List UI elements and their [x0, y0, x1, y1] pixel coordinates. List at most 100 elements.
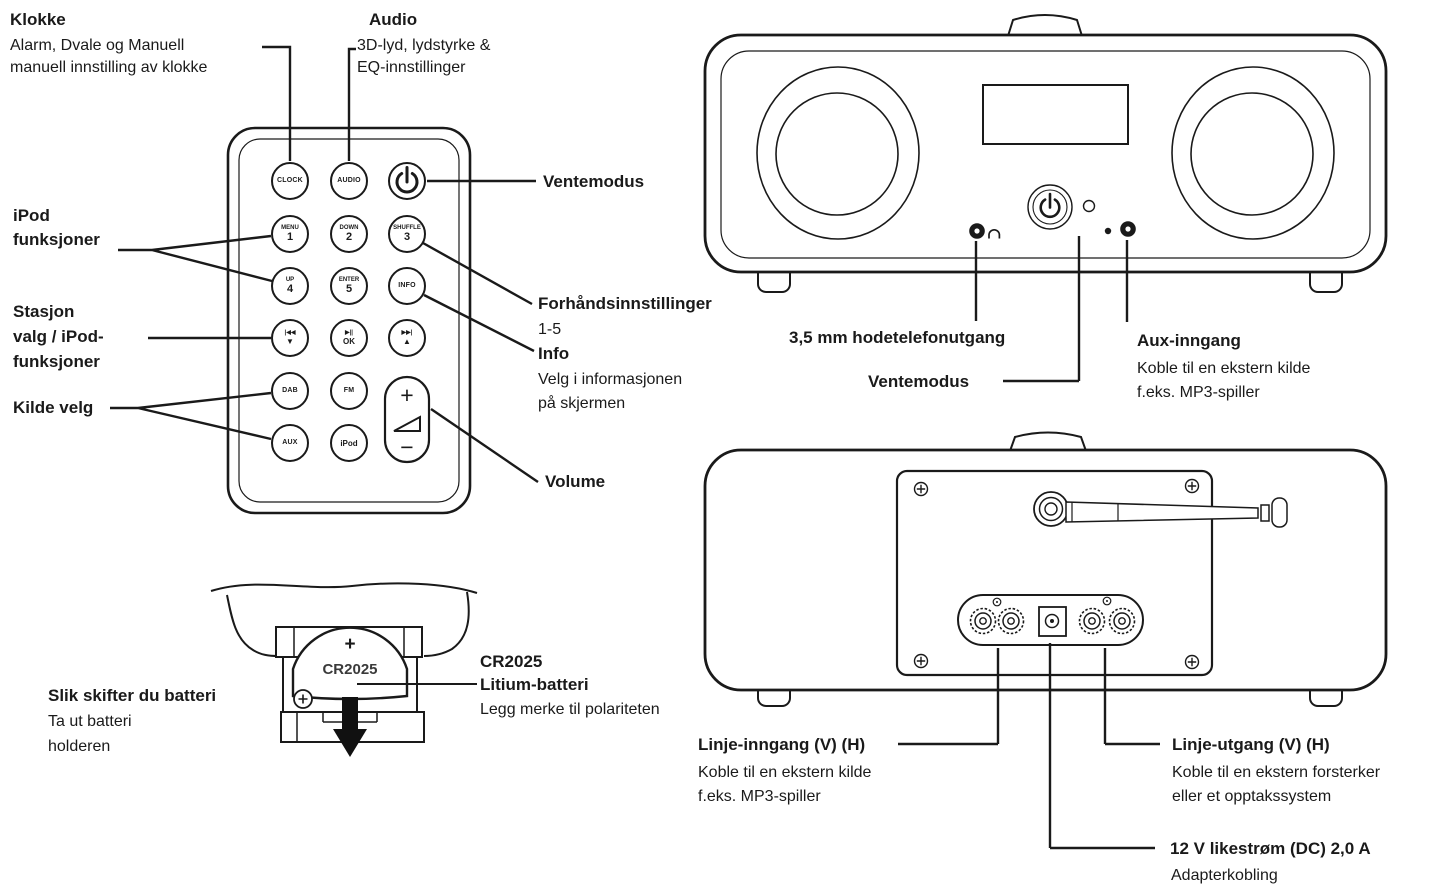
- digit-4-label: 4: [286, 283, 294, 295]
- remove-battery-arrow-icon: [333, 697, 367, 757]
- info-desc-1: Velg i informasjonen: [538, 371, 683, 388]
- audio-title: Audio: [369, 10, 418, 29]
- remote-fm-button: FM: [330, 372, 368, 410]
- aux-jack-icon: [1120, 221, 1136, 237]
- previous-track-icon: |◀◀: [284, 330, 296, 336]
- radio-front-drawing: [703, 14, 1388, 383]
- stasjon-line3: funksjoner: [13, 352, 100, 371]
- front-power-button-icon: [1027, 184, 1073, 230]
- shuffle-label: SHUFFLE: [393, 225, 421, 231]
- play-pause-icon: ▶||: [345, 330, 353, 336]
- ipod-funksjoner-line1: iPod: [13, 206, 50, 225]
- menu-label: MENU: [281, 225, 299, 231]
- audio-desc-1: 3D-lyd, lydstyrke &: [357, 37, 491, 54]
- batteri-title: Slik skifter du batteri: [48, 686, 217, 705]
- aux-desc-1: Koble til en ekstern kilde: [1137, 360, 1311, 377]
- remote-leader-lines: [110, 45, 539, 483]
- klokke-title: Klokke: [10, 10, 66, 29]
- ipod-funksjoner-line2: funksjoner: [13, 230, 100, 249]
- line-out-jacks: [1078, 607, 1136, 635]
- audio-button-label: AUDIO: [337, 177, 361, 184]
- line-in-jacks: [969, 607, 1025, 635]
- clock-button-label: CLOCK: [277, 177, 303, 184]
- headphone-jack-icon: [969, 223, 985, 239]
- strip-screws: [992, 596, 1112, 607]
- antenna-icon: [1033, 491, 1288, 528]
- batteri-desc-1: Ta ut batteri: [48, 713, 132, 730]
- remote-dab-button: DAB: [271, 372, 309, 410]
- front-left-speaker: [756, 66, 920, 240]
- remote-aux-button: AUX: [271, 424, 309, 462]
- panel-screws: [913, 478, 1200, 670]
- fm-button-label: FM: [343, 387, 355, 394]
- remote-power-button: [388, 162, 426, 200]
- digit-1-label: 1: [286, 231, 294, 243]
- aux-dot: [1104, 227, 1112, 235]
- hodetelefon-label: 3,5 mm hodetelefonutgang: [789, 328, 1006, 347]
- info-title: Info: [538, 344, 570, 363]
- remote-audio-button: AUDIO: [330, 162, 368, 200]
- battery-model-label: CR2025: [322, 661, 378, 678]
- ok-label: OK: [343, 337, 355, 346]
- remote-sensor-led: [1082, 199, 1096, 213]
- forhandsinnstillinger-range: 1-5: [538, 321, 562, 338]
- volume-minus-label: −: [400, 434, 414, 460]
- polaritet-desc: Legg merke til polariteten: [480, 701, 660, 718]
- dc-desc: Adapterkobling: [1171, 867, 1278, 884]
- linje-inngang-desc-2: f.eks. MP3-spiller: [698, 788, 821, 805]
- linje-utgang-desc-2: eller et opptakssystem: [1172, 788, 1332, 805]
- info-button-label: INFO: [398, 282, 416, 289]
- front-right-speaker: [1171, 66, 1335, 240]
- down-label: DOWN: [339, 225, 359, 231]
- up-label: UP: [285, 277, 295, 283]
- next-track-icon: ▶▶|: [401, 330, 413, 336]
- dab-button-label: DAB: [282, 387, 298, 394]
- litium-batteri-label: Litium-batteri: [480, 675, 589, 694]
- aux-inngang-title: Aux-inngang: [1137, 331, 1241, 350]
- ventemodus-remote-label: Ventemodus: [543, 172, 645, 191]
- digit-2-label: 2: [345, 231, 353, 243]
- tune-up-icon: ▲: [403, 337, 411, 346]
- front-display: [982, 84, 1129, 145]
- aux-desc-2: f.eks. MP3-spiller: [1137, 384, 1260, 401]
- aux-button-label: AUX: [282, 439, 298, 446]
- klokke-desc-1: Alarm, Dvale og Manuell: [10, 37, 185, 54]
- forhandsinnstillinger-title: Forhåndsinnstillinger: [538, 294, 712, 313]
- dc-jack-icon: [1038, 606, 1067, 637]
- stasjon-line2: valg / iPod-: [13, 327, 104, 346]
- ventemodus-front-label: Ventemodus: [868, 372, 970, 391]
- dc-title: 12 V likestrøm (DC) 2,0 A: [1170, 839, 1371, 858]
- digit-5-label: 5: [345, 283, 353, 295]
- volume-label: Volume: [545, 472, 606, 491]
- klokke-desc-2: manuell innstilling av klokke: [10, 59, 208, 76]
- linje-utgang-desc-1: Koble til en ekstern forsterker: [1172, 764, 1381, 781]
- remote-play-ok-button: ▶||OK: [330, 319, 368, 357]
- remote-previous-button: |◀◀▼: [271, 319, 309, 357]
- remote-ipod-button: iPod: [330, 424, 368, 462]
- battery-holder-drawing: [210, 582, 478, 757]
- cr2025-title: CR2025: [480, 652, 543, 671]
- front-top-knob: [1007, 14, 1083, 37]
- headphone-icon: [988, 229, 1001, 239]
- volume-plus-label: +: [400, 382, 414, 408]
- batteri-desc-2: holderen: [48, 738, 111, 755]
- digit-3-label: 3: [403, 231, 411, 243]
- radio-back-drawing: [703, 431, 1388, 850]
- volume-rocker-outline: [383, 375, 431, 464]
- remote-info-button: INFO: [388, 267, 426, 305]
- battery-polarity-label: +: [344, 634, 356, 655]
- kilde-velg-label: Kilde velg: [13, 398, 94, 417]
- linje-inngang-desc-1: Koble til en ekstern kilde: [698, 764, 872, 781]
- tune-down-icon: ▼: [286, 337, 294, 346]
- ipod-button-label: iPod: [340, 438, 358, 448]
- back-panel: [895, 469, 1214, 677]
- linje-utgang-title: Linje-utgang (V) (H): [1172, 735, 1330, 754]
- audio-desc-2: EQ-innstillinger: [357, 59, 466, 76]
- back-leader-lines: [898, 643, 1160, 850]
